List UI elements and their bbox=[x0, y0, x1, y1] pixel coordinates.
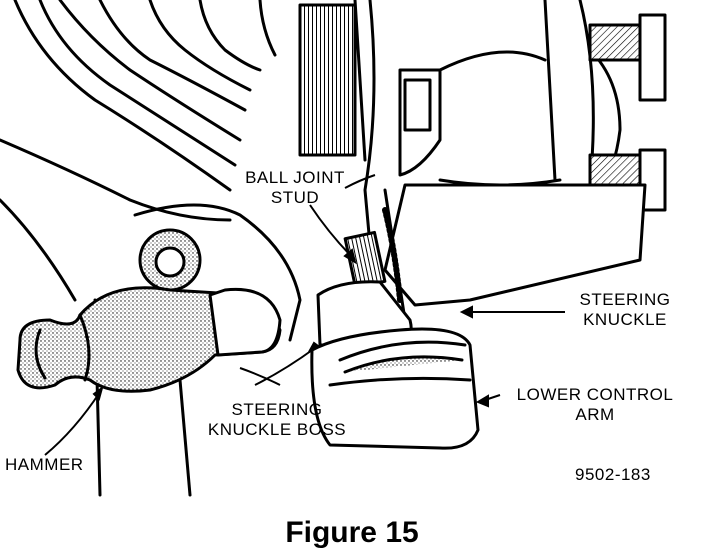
label-line: KNUCKLE BOSS bbox=[207, 420, 347, 439]
label-line: STUD bbox=[270, 188, 320, 207]
label-steering-knuckle: STEERING KNUCKLE bbox=[560, 290, 690, 330]
label-lower-control-arm: LOWER CONTROL ARM bbox=[500, 385, 690, 425]
brake-rotor bbox=[363, 0, 622, 302]
label-line: KNUCKLE bbox=[583, 310, 667, 329]
label-line: STEERING bbox=[579, 290, 671, 309]
label-line: LOWER CONTROL bbox=[516, 385, 674, 404]
cv-shaft bbox=[298, 0, 367, 162]
tie-rod-end bbox=[93, 203, 302, 497]
axle-boot bbox=[0, 0, 277, 302]
label-hammer: HAMMER bbox=[5, 455, 84, 474]
wheel-studs bbox=[588, 13, 667, 212]
steering-knuckle-shape bbox=[382, 183, 647, 322]
label-steering-knuckle-boss: STEERING KNUCKLE BOSS bbox=[192, 400, 362, 440]
hammer-shape bbox=[16, 286, 282, 393]
label-line: STEERING bbox=[231, 400, 323, 419]
figure-code: 9502-183 bbox=[575, 465, 651, 484]
diagram-illustration bbox=[0, 0, 667, 497]
figure-caption: Figure 15 bbox=[285, 516, 419, 549]
label-line: ARM bbox=[575, 405, 615, 424]
lower-control-arm-shape bbox=[310, 327, 480, 450]
leader-lines bbox=[44, 174, 565, 456]
label-line: BALL JOINT bbox=[245, 168, 345, 187]
label-ball-joint-stud: BALL JOINT STUD bbox=[230, 168, 360, 208]
